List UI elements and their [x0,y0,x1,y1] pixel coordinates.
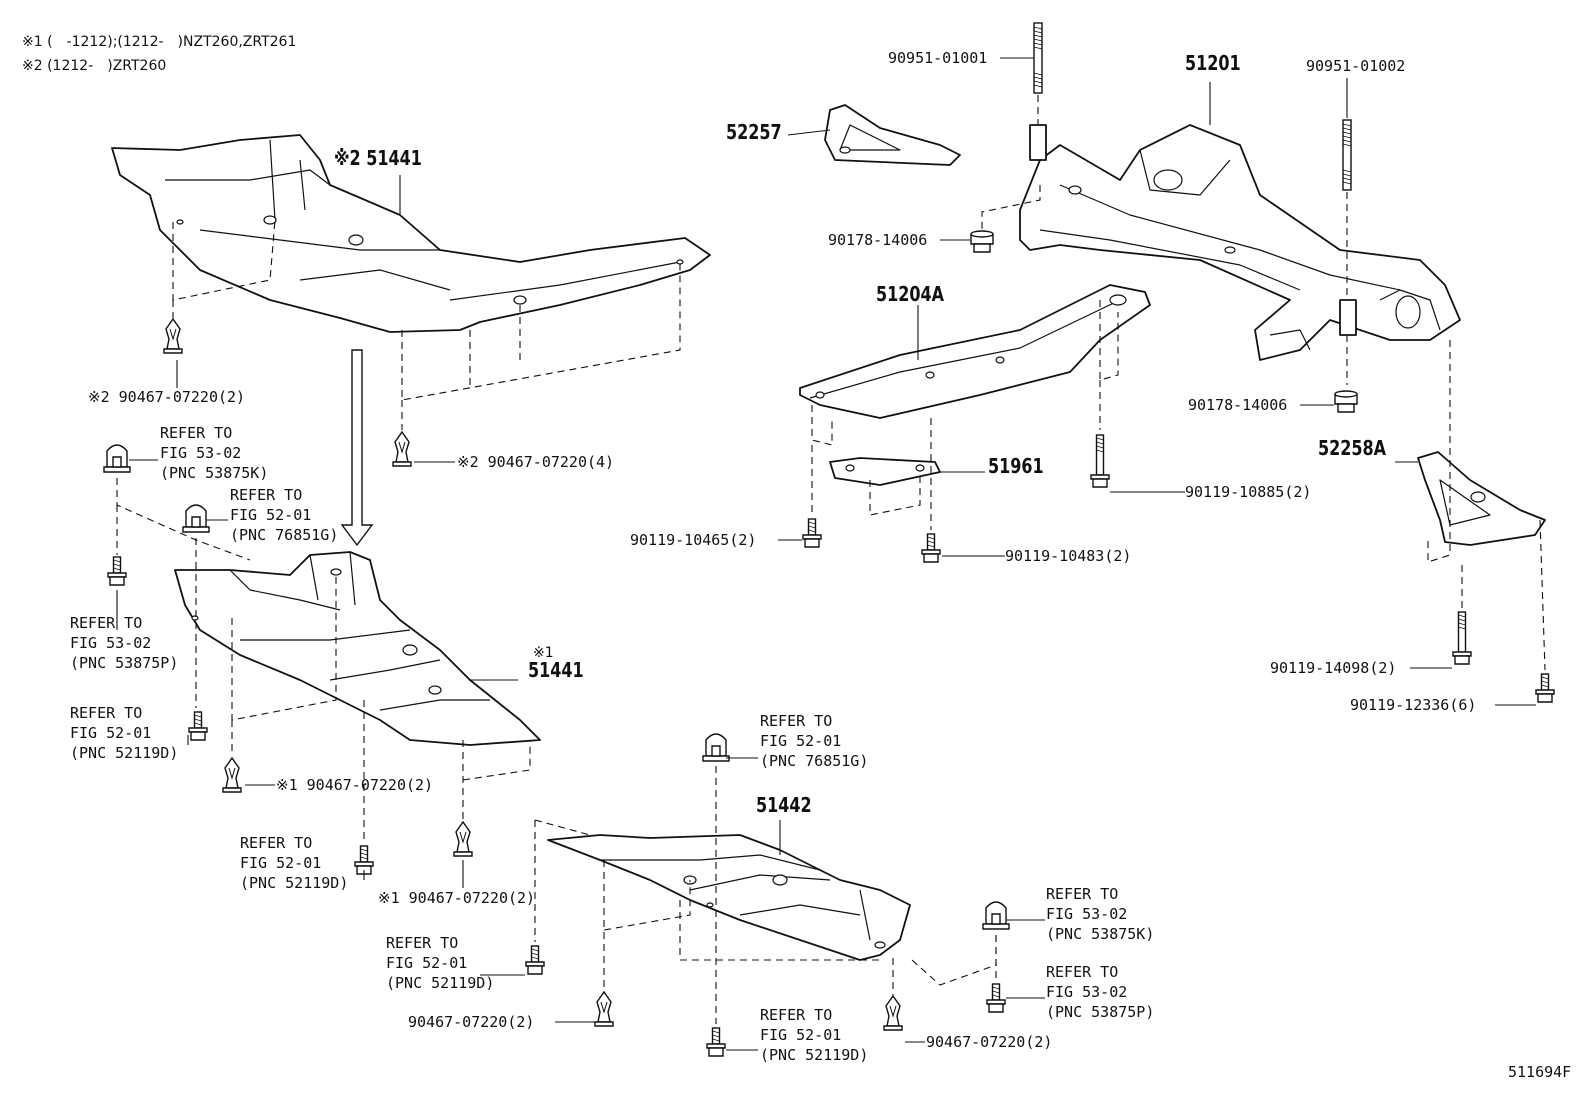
refer-to-fig-52-01-52119d-mid[interactable]: REFER TO FIG 52-01 (PNC 52119D) [240,833,348,893]
part-label-51204a[interactable]: 51204A [876,282,945,306]
part-label-90178-14006-upper[interactable]: 90178-14006 [828,231,928,249]
refer-line-1: REFER TO [70,614,143,632]
part-label-52258a[interactable]: 52258A [1318,436,1387,460]
part-label-90467-07220-a[interactable]: ※2 90467-07220(2) [88,388,246,406]
refer-line-3: (PNC 76851G) [760,752,869,770]
refer-line-2: FIG 52-01 [240,854,322,872]
refer-line-2: FIG 53-02 [70,634,152,652]
plate-51961 [829,457,941,486]
part-label-90467-07220-d[interactable]: ※1 90467-07220(2) [378,889,536,907]
leader-lines [116,57,1536,1051]
refer-line-1: REFER TO [160,424,233,442]
refer-line-1: REFER TO [760,712,833,730]
refer-line-3: (PNC 53875P) [70,654,179,672]
refer-line-3: (PNC 52119D) [240,874,349,892]
refer-to-fig-53-02-53875k-lower[interactable]: REFER TO FIG 53-02 (PNC 53875K) [1046,884,1154,944]
refer-to-fig-52-01-52119d-left[interactable]: REFER TO FIG 52-01 (PNC 52119D) [70,703,178,763]
refer-line-1: REFER TO [230,486,303,504]
crossmember-51201 [1019,124,1461,361]
part-label-90119-14098[interactable]: 90119-14098(2) [1270,659,1397,677]
refer-line-2: FIG 53-02 [160,444,242,462]
refer-line-2: FIG 52-01 [70,724,152,742]
drawing-number: 511694F [1508,1063,1572,1081]
part-label-90951-01002[interactable]: 90951-01002 [1306,57,1406,75]
refer-line-2: FIG 53-02 [1046,905,1128,923]
part-label-90178-14006-lower[interactable]: 90178-14006 [1188,396,1288,414]
refer-to-fig-53-02-53875p-lower[interactable]: REFER TO FIG 53-02 (PNC 53875P) [1046,962,1154,1022]
part-label-90119-10483[interactable]: 90119-10483(2) [1005,547,1132,565]
part-label-90951-01001[interactable]: 90951-01001 [888,49,988,67]
refer-line-1: REFER TO [1046,885,1119,903]
refer-line-1: REFER TO [240,834,313,852]
part-label-51441-lower[interactable]: 51441 [528,658,584,682]
part-label-51961[interactable]: 51961 [988,454,1044,478]
refer-line-2: FIG 53-02 [1046,983,1128,1001]
refer-line-3: (PNC 76851G) [230,526,339,544]
refer-line-3: (PNC 53875P) [1046,1003,1155,1021]
refer-line-2: FIG 52-01 [386,954,468,972]
part-label-90467-07220-b[interactable]: ※2 90467-07220(4) [457,453,615,471]
brace-51204a [799,284,1151,419]
part-label-90119-12336[interactable]: 90119-12336(6) [1350,696,1477,714]
part-label-90467-07220-f[interactable]: 90467-07220(2) [926,1033,1053,1051]
refer-to-fig-53-02-53875p-left[interactable]: REFER TO FIG 53-02 (PNC 53875P) [70,613,178,673]
refer-to-fig-52-01-52119d-bottom[interactable]: REFER TO FIG 52-01 (PNC 52119D) [760,1005,868,1065]
applicability-note-1: ※1 ( -1212);(1212- )NZT260,ZRT261 [22,34,297,50]
refer-to-fig-53-02-53875k-upper[interactable]: REFER TO FIG 53-02 (PNC 53875K) [160,423,268,483]
refer-to-fig-52-01-76851g-left[interactable]: REFER TO FIG 52-01 (PNC 76851G) [230,485,338,545]
refer-line-3: (PNC 52119D) [760,1046,869,1064]
refer-line-1: REFER TO [386,934,459,952]
direction-arrow [340,349,374,547]
dashed-mounting-lines [116,95,1546,1024]
refer-line-3: (PNC 52119D) [386,974,495,992]
part-label-90119-10465[interactable]: 90119-10465(2) [630,531,757,549]
part-label-90467-07220-c[interactable]: ※1 90467-07220(2) [276,776,434,794]
refer-line-2: FIG 52-01 [230,506,312,524]
part-label-51441-upper[interactable]: ※2 51441 [334,146,422,170]
refer-line-3: (PNC 53875K) [1046,925,1155,943]
refer-to-fig-52-01-52119d-lower[interactable]: REFER TO FIG 52-01 (PNC 52119D) [386,933,494,993]
part-label-51441-mark: ※1 [533,645,554,661]
refer-line-1: REFER TO [760,1006,833,1024]
bracket-52257 [824,104,961,166]
refer-line-3: (PNC 52119D) [70,744,179,762]
refer-line-1: REFER TO [1046,963,1119,981]
bracket-52258a [1417,451,1546,546]
refer-line-2: FIG 52-01 [760,1026,842,1044]
part-label-52257[interactable]: 52257 [726,120,782,144]
part-label-51442[interactable]: 51442 [756,793,812,817]
part-label-90119-10885[interactable]: 90119-10885(2) [1185,483,1312,501]
refer-line-3: (PNC 53875K) [160,464,269,482]
refer-line-2: FIG 52-01 [760,732,842,750]
engine-under-cover-51442 [547,834,911,961]
refer-to-fig-52-01-76851g-right[interactable]: REFER TO FIG 52-01 (PNC 76851G) [760,711,868,771]
engine-under-cover-51441-upper [111,134,711,333]
part-label-51201[interactable]: 51201 [1185,51,1241,75]
applicability-note-2: ※2 (1212- )ZRT260 [22,58,167,74]
refer-line-1: REFER TO [70,704,143,722]
part-label-90467-07220-e[interactable]: 90467-07220(2) [408,1013,535,1031]
engine-under-cover-51441-lower [174,551,541,746]
